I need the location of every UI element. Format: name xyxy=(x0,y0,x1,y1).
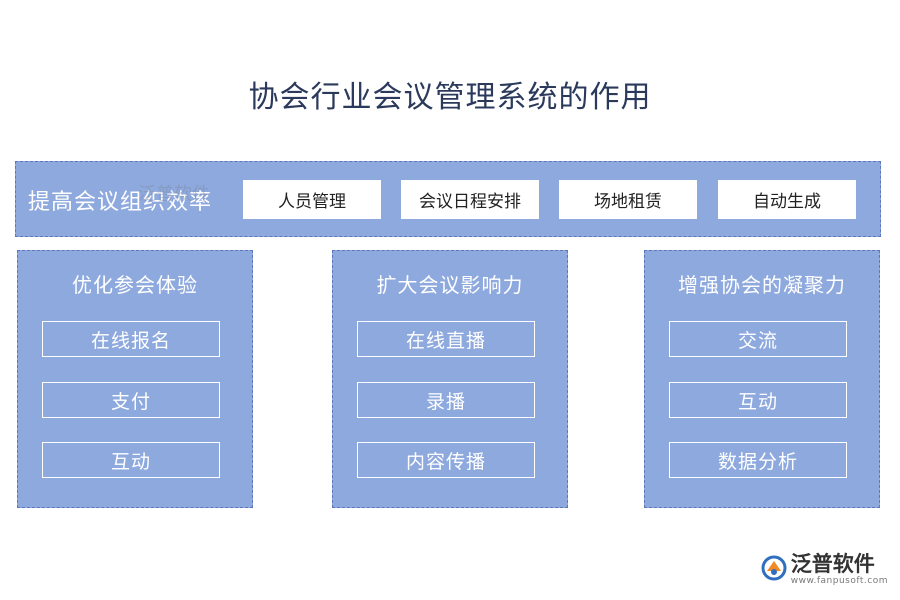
top-item-schedule: 会议日程安排 xyxy=(401,180,539,219)
column-title: 扩大会议影响力 xyxy=(376,273,524,297)
top-item-venue: 场地租赁 xyxy=(559,180,697,219)
column-item: 交流 xyxy=(669,321,847,357)
top-panel: 提高会议组织效率 人员管理 会议日程安排 场地租赁 自动生成 xyxy=(15,161,881,237)
brand-name: 泛普软件 xyxy=(790,551,875,576)
column-item: 内容传播 xyxy=(357,442,535,478)
brand-logo-block: 泛普软件 www.fanpusoft.com xyxy=(761,551,888,586)
top-item-personnel: 人员管理 xyxy=(243,180,381,219)
column-item: 数据分析 xyxy=(669,442,847,478)
top-item-auto-generate: 自动生成 xyxy=(718,180,856,219)
watermark: 泛普软件 xyxy=(138,184,210,205)
column-item: 互动 xyxy=(669,382,847,418)
column-title: 优化参会体验 xyxy=(72,273,198,297)
column-panel-experience: 优化参会体验 在线报名 支付 互动 xyxy=(17,250,253,508)
column-panel-cohesion: 增强协会的凝聚力 交流 互动 数据分析 xyxy=(644,250,880,508)
column-item: 录播 xyxy=(357,382,535,418)
column-item: 互动 xyxy=(42,442,220,478)
column-item: 在线报名 xyxy=(42,321,220,357)
column-title: 增强协会的凝聚力 xyxy=(678,273,846,297)
brand-logo-icon xyxy=(761,555,787,581)
column-item: 在线直播 xyxy=(357,321,535,357)
top-panel-label: 提高会议组织效率 xyxy=(28,190,213,215)
column-panel-influence: 扩大会议影响力 在线直播 录播 内容传播 xyxy=(332,250,568,508)
brand-url: www.fanpusoft.com xyxy=(790,576,888,586)
diagram-title: 协会行业会议管理系统的作用 xyxy=(248,80,652,115)
column-item: 支付 xyxy=(42,382,220,418)
